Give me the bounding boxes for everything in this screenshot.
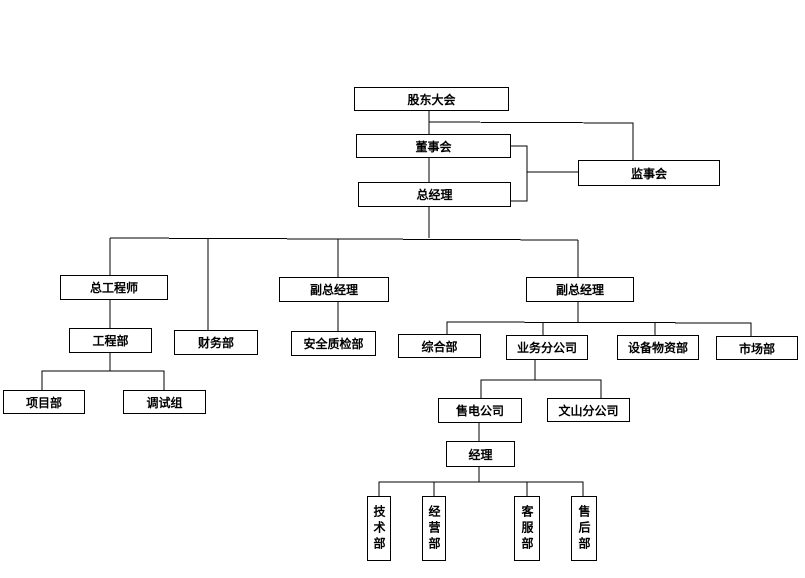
customer-service-dept-box: 客服部 bbox=[514, 496, 540, 561]
connector bbox=[41, 370, 165, 390]
marketing-dept-box: 市场部 bbox=[716, 336, 798, 360]
power-sales-company-box: 售电公司 bbox=[438, 398, 522, 423]
project-dept-box: 项目部 bbox=[3, 390, 85, 414]
equipment-materials-dept-box: 设备物资部 bbox=[617, 335, 699, 360]
general-affairs-dept-box: 综合部 bbox=[398, 334, 481, 358]
connector bbox=[109, 237, 579, 241]
commissioning-team-box: 调试组 bbox=[123, 390, 206, 414]
connector bbox=[378, 481, 584, 496]
deputy-gm-right-box: 副总经理 bbox=[526, 277, 634, 302]
shareholders-meeting-box: 股东大会 bbox=[354, 87, 509, 111]
connector bbox=[480, 379, 602, 398]
chief-engineer-box: 总工程师 bbox=[60, 275, 168, 300]
general-manager-box: 总经理 bbox=[358, 182, 511, 207]
wenshan-branch-box: 文山分公司 bbox=[547, 398, 630, 422]
supervisory-board-box: 监事会 bbox=[578, 160, 720, 186]
operations-dept-box: 经营部 bbox=[422, 496, 446, 561]
manager-box: 经理 bbox=[446, 441, 515, 467]
business-branch-box: 业务分公司 bbox=[506, 335, 588, 360]
engineering-dept-box: 工程部 bbox=[69, 328, 152, 353]
connector bbox=[511, 145, 528, 202]
board-of-directors-box: 董事会 bbox=[356, 134, 511, 158]
connector bbox=[446, 321, 752, 336]
finance-dept-box: 财务部 bbox=[174, 330, 258, 355]
after-sales-dept-box: 售后部 bbox=[571, 496, 597, 561]
safety-quality-dept-box: 安全质检部 bbox=[291, 331, 376, 356]
technical-dept-box: 技术部 bbox=[367, 496, 391, 561]
deputy-gm-left-box: 副总经理 bbox=[279, 277, 389, 302]
connector bbox=[428, 121, 634, 160]
